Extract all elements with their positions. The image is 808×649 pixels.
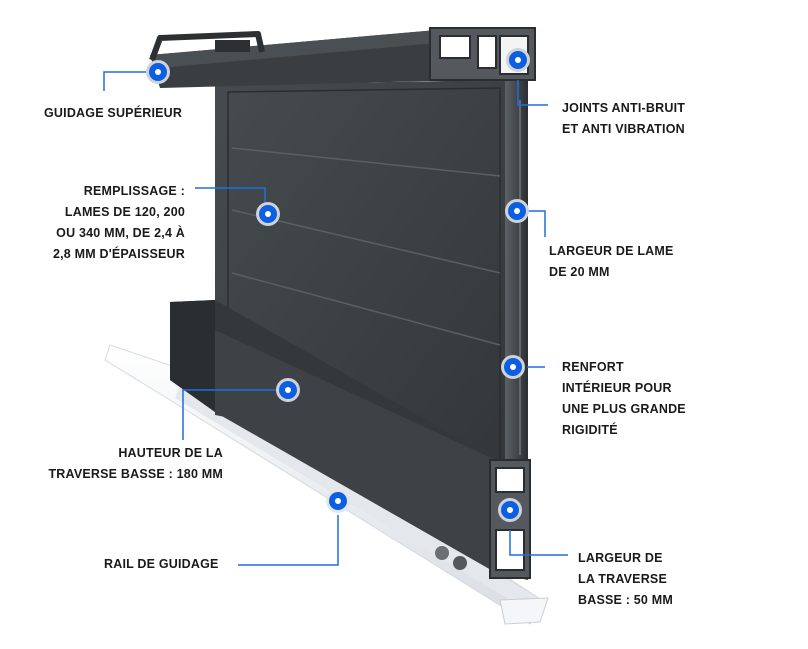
label-guidage-superieur: GUIDAGE SUPÉRIEUR: [44, 103, 182, 124]
label-line: RIGIDITÉ: [562, 423, 618, 437]
label-line: LARGEUR DE: [578, 551, 663, 565]
label-line: 2,8 MM D'ÉPAISSEUR: [52, 247, 185, 261]
label-renfort: RENFORT INTÉRIEUR POUR UNE PLUS GRANDE R…: [562, 357, 686, 441]
marker-largeur-lame: [505, 199, 529, 223]
label-line: UNE PLUS GRANDE: [562, 402, 686, 416]
label-line: REMPLISSAGE :: [83, 184, 185, 198]
label-largeur-lame: LARGEUR DE LAME DE 20 MM: [549, 241, 674, 283]
label-line: RAIL DE GUIDAGE: [104, 557, 219, 571]
label-line: INTÉRIEUR POUR: [562, 381, 672, 395]
label-rail: RAIL DE GUIDAGE: [104, 554, 219, 575]
label-line: BASSE : 50 MM: [578, 593, 673, 607]
label-hauteur-traverse: HAUTEUR DE LA TRAVERSE BASSE : 180 MM: [48, 443, 223, 485]
marker-guidage-superieur: [146, 60, 170, 84]
label-joints: JOINTS ANTI-BRUIT ET ANTI VIBRATION: [562, 98, 685, 140]
label-line: OU 340 MM, DE 2,4 À: [56, 226, 185, 240]
label-line: LARGEUR DE LAME: [549, 244, 674, 258]
label-line: LAMES DE 120, 200: [64, 205, 185, 219]
label-line: TRAVERSE BASSE : 180 MM: [48, 467, 223, 481]
marker-largeur-traverse: [498, 498, 522, 522]
label-line: DE 20 MM: [549, 265, 610, 279]
marker-remplissage: [256, 202, 280, 226]
callout-markers: [146, 48, 530, 522]
label-line: RENFORT: [562, 360, 624, 374]
label-line: JOINTS ANTI-BRUIT: [562, 101, 686, 115]
label-line: ET ANTI VIBRATION: [562, 122, 685, 136]
marker-hauteur-traverse: [276, 378, 300, 402]
marker-renfort: [501, 355, 525, 379]
label-largeur-traverse: LARGEUR DE LA TRAVERSE BASSE : 50 MM: [578, 548, 673, 611]
label-remplissage: REMPLISSAGE : LAMES DE 120, 200 OU 340 M…: [53, 181, 185, 265]
label-line: HAUTEUR DE LA: [118, 446, 223, 460]
marker-joints: [506, 48, 530, 72]
leader-lines: [103, 71, 568, 566]
label-line: LA TRAVERSE: [578, 572, 668, 586]
label-line: GUIDAGE SUPÉRIEUR: [44, 106, 183, 120]
marker-rail: [326, 489, 350, 513]
